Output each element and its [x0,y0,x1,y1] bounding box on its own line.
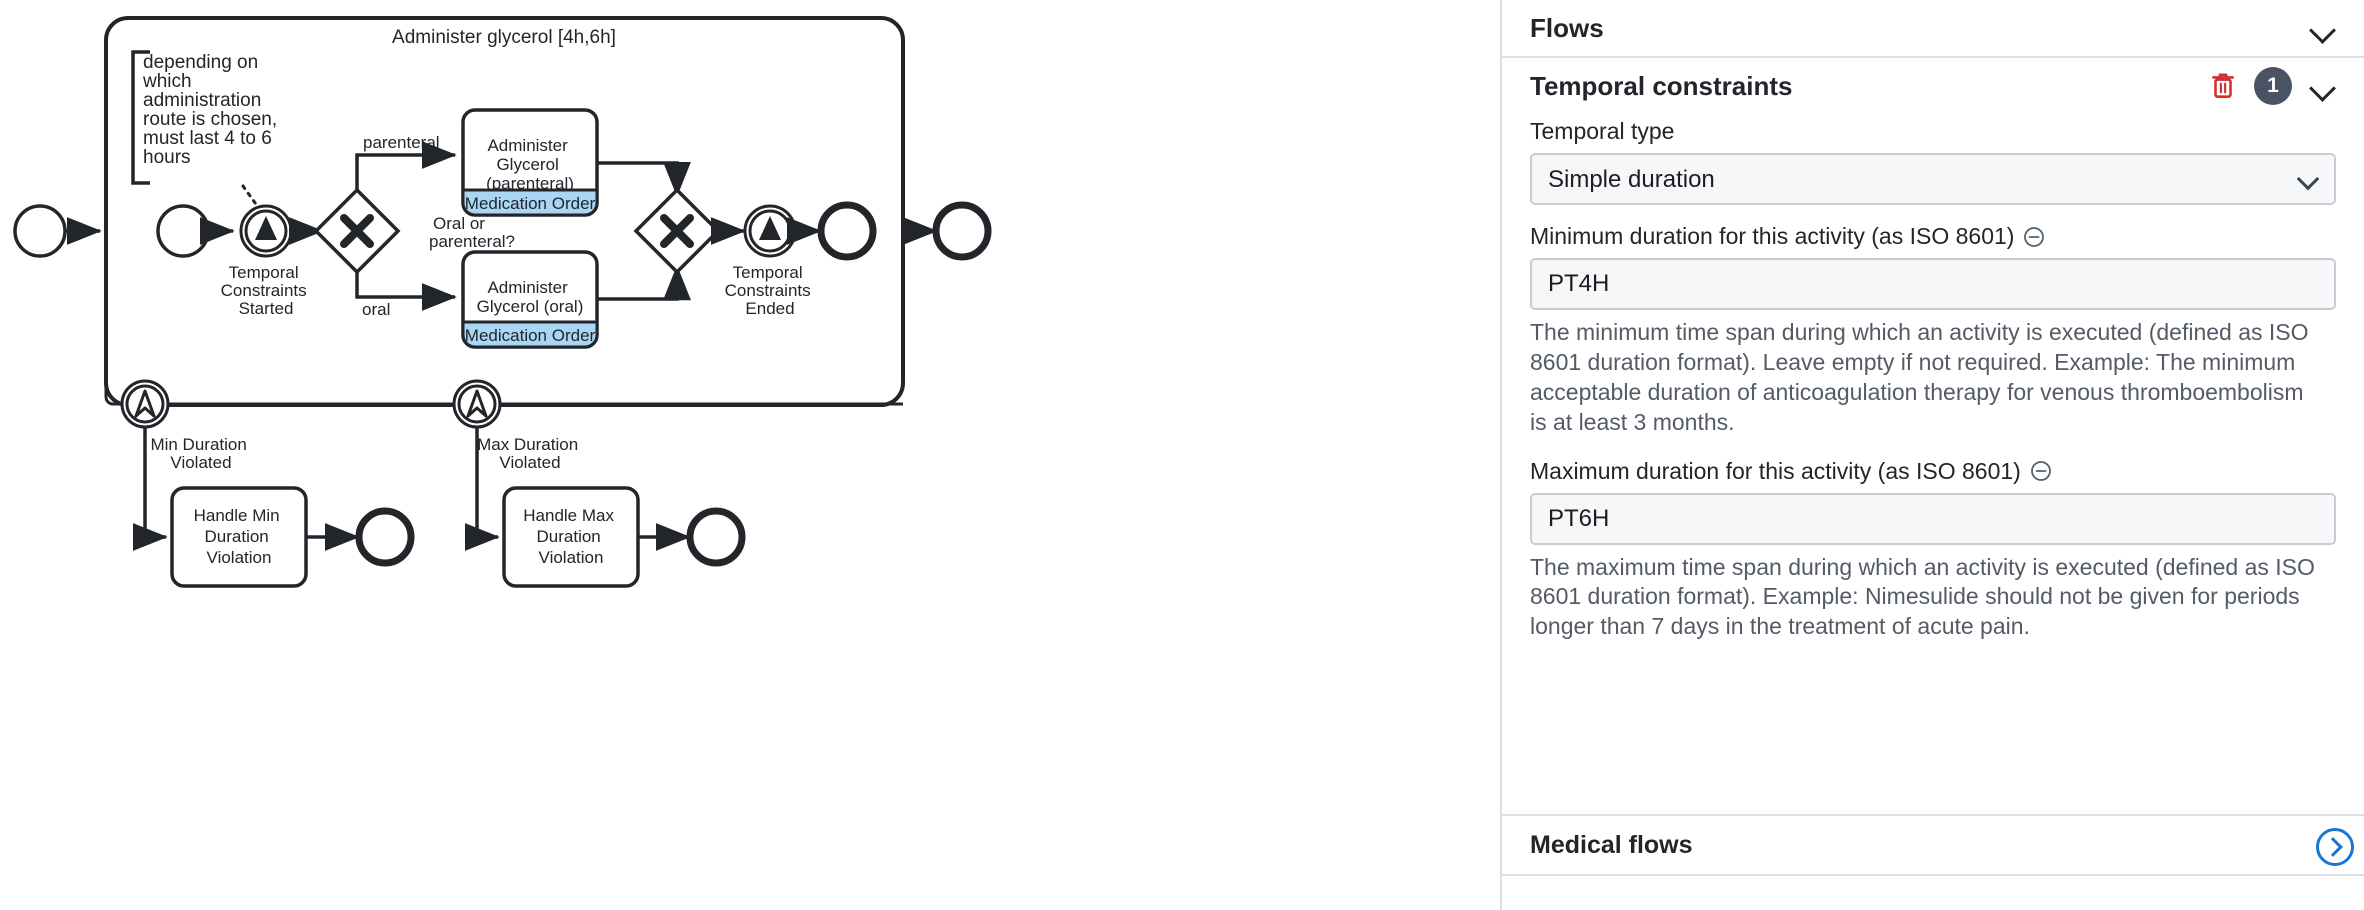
start-event-inner[interactable] [156,204,210,258]
max-duration-hint: The maximum time span during which an ac… [1530,553,2315,640]
text-annotation-bracket [131,50,150,185]
section-temporal-constraints-header[interactable]: Temporal constraints 1 [1502,58,2364,114]
section-medical-flows-header[interactable]: Medical flows [1502,814,2364,876]
max-duration-input[interactable] [1530,492,2336,545]
status-badge[interactable]: 1 [2254,67,2292,105]
chevron-right-circle-icon[interactable] [2316,828,2354,866]
boundary-event-min-duration-violated[interactable] [120,379,170,429]
task-badge-label: Medication Order [465,326,596,345]
task-administer-glycerol-oral[interactable]: Administer Glycerol (oral) Medication Or… [461,250,599,349]
task-label: Handle Min Duration Violation [194,506,285,567]
max-duration-label: Maximum duration for this activity (as I… [1530,458,2336,485]
end-event-inner[interactable] [817,201,877,261]
properties-panel: Flows Temporal constraints 1 [1500,0,2364,910]
task-badge-label: Medication Order [465,194,596,213]
section-flows-header[interactable]: Flows [1502,0,2364,56]
trash-icon[interactable] [2210,71,2236,101]
temporal-constraints-body: Temporal type Simple duration Minimum du… [1502,114,2364,814]
task-label: Administer Glycerol (oral) [477,278,584,316]
temporal-type-label-text: Temporal type [1530,118,1675,144]
end-event-max-handler[interactable] [686,507,746,567]
task-administer-glycerol-parenteral[interactable]: Administer Glycerol (parenteral) Medicat… [461,108,599,217]
section-medical-flows-title: Medical flows [1530,830,1693,859]
flow-min-violated-to-handler [132,427,168,551]
bpmn-canvas[interactable]: Administer glycerol [4h,6h] depending on… [0,0,1500,910]
event-temporal-constraints-ended-label: Temporal Constraints Ended [725,263,816,318]
flow-parenteral [355,141,457,190]
chevron-down-icon[interactable] [2310,73,2336,99]
bpmn-diagram[interactable]: Administer glycerol [4h,6h] depending on… [0,0,1500,910]
task-handle-max-duration-violation[interactable]: Handle Max Duration Violation [502,486,640,588]
flow-parenteral-to-join [597,161,691,197]
min-duration-hint: The minimum time span during which an ac… [1530,319,2309,435]
gateway-oral-or-parenteral-label: Oral or parenteral? [429,214,515,251]
panel-tail [1502,876,2364,910]
subprocess-title: Administer glycerol [4h,6h] [392,27,616,48]
temporal-type-select[interactable]: Simple duration [1530,153,2336,205]
flow-max-violated-to-handler [464,427,500,551]
start-event-outer[interactable] [13,204,67,258]
divider [1502,56,2364,58]
end-event-min-handler[interactable] [355,507,415,567]
event-temporal-constraints-ended[interactable] [743,204,797,258]
flow-label-min-duration-violated: Min Duration Violated [150,435,251,472]
flow-label-max-duration-violated: Max Duration Violated [477,435,583,472]
section-flows-title: Flows [1530,12,1604,43]
end-event-outer[interactable] [932,201,992,261]
collapse-info-icon[interactable] [2023,226,2045,248]
collapse-info-icon[interactable] [2030,460,2052,482]
boundary-min-attach-line [104,380,120,406]
boundary-event-max-duration-violated[interactable] [452,379,502,429]
task-label: Administer Glycerol (parenteral) [486,136,574,193]
task-handle-min-duration-violation[interactable]: Handle Min Duration Violation [170,486,308,588]
temporal-type-label: Temporal type [1530,118,2336,145]
section-temporal-constraints-title: Temporal constraints [1530,70,1793,101]
chevron-down-icon[interactable] [2310,15,2336,41]
flow-label-oral: oral [362,300,390,319]
max-duration-label-text: Maximum duration for this activity (as I… [1530,457,2021,484]
event-temporal-constraints-started[interactable] [239,204,293,258]
flow-oral-to-join [597,265,691,301]
min-duration-label: Minimum duration for this activity (as I… [1530,223,2336,250]
min-duration-label-text: Minimum duration for this activity (as I… [1530,223,2015,249]
flow-label-parenteral: parenteral [363,133,440,152]
temporal-type-select-wrap[interactable]: Simple duration [1530,153,2336,205]
event-temporal-constraints-started-label: Temporal Constraints Started [221,263,312,318]
gateway-join[interactable] [633,187,721,275]
text-annotation: depending on which administration route … [142,52,282,168]
flow-oral [355,272,457,311]
min-duration-input[interactable] [1530,258,2336,310]
task-label: Handle Max Duration Violation [523,506,618,567]
